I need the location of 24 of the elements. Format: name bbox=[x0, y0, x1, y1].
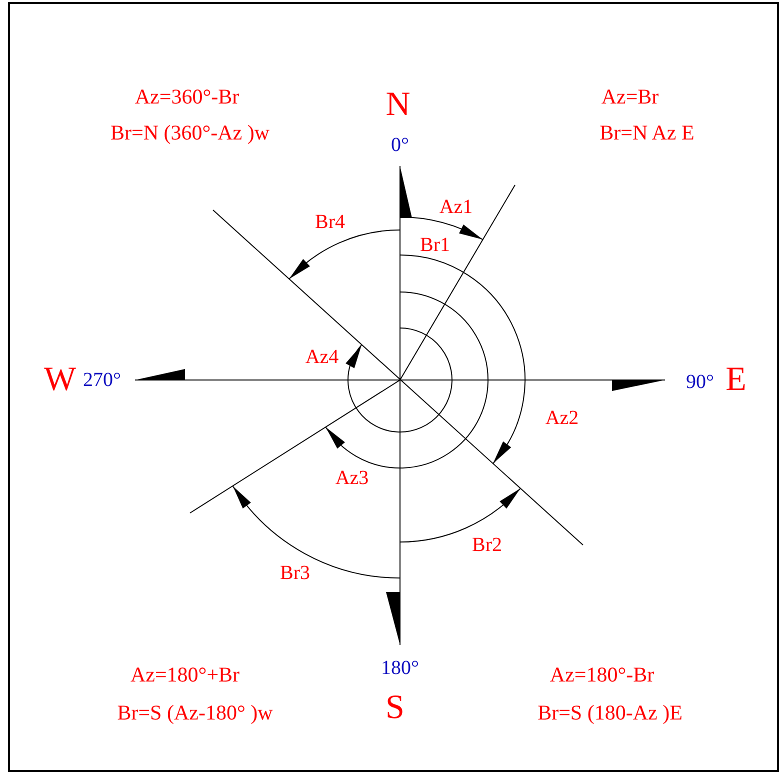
compass-letter: N bbox=[386, 88, 410, 122]
formula-text: Br=N (360°-Az )w bbox=[110, 122, 270, 144]
formula-text: Br=N Az E bbox=[600, 122, 694, 144]
compass-letter: E bbox=[726, 363, 746, 397]
degree-label: 180° bbox=[381, 658, 419, 678]
angle-label: Br2 bbox=[472, 535, 502, 555]
formula-text: Az=Br bbox=[601, 86, 659, 108]
degree-label: 90° bbox=[686, 372, 714, 392]
formula-text: Az=360°-Br bbox=[134, 86, 240, 108]
angle-label: Az1 bbox=[439, 197, 473, 217]
formula-text: Az=180°-Br bbox=[550, 664, 654, 686]
angle-label: Az4 bbox=[305, 347, 339, 367]
angle-label: Az3 bbox=[335, 468, 369, 488]
angle-label: Br4 bbox=[315, 212, 345, 232]
formula-text: Br=S (Az-180° )w bbox=[117, 702, 273, 724]
angle-label: Br1 bbox=[420, 235, 450, 255]
angle-label: Br3 bbox=[280, 563, 310, 583]
formula-text: Br=S (180-Az )E bbox=[538, 702, 682, 724]
compass-letter: S bbox=[386, 691, 404, 725]
formula-text: Az=180°+Br bbox=[130, 664, 240, 686]
angle-label: Az2 bbox=[545, 408, 579, 428]
degree-label: 270° bbox=[83, 370, 121, 390]
degree-label: 0° bbox=[391, 135, 409, 155]
compass-letter: W bbox=[44, 363, 76, 397]
